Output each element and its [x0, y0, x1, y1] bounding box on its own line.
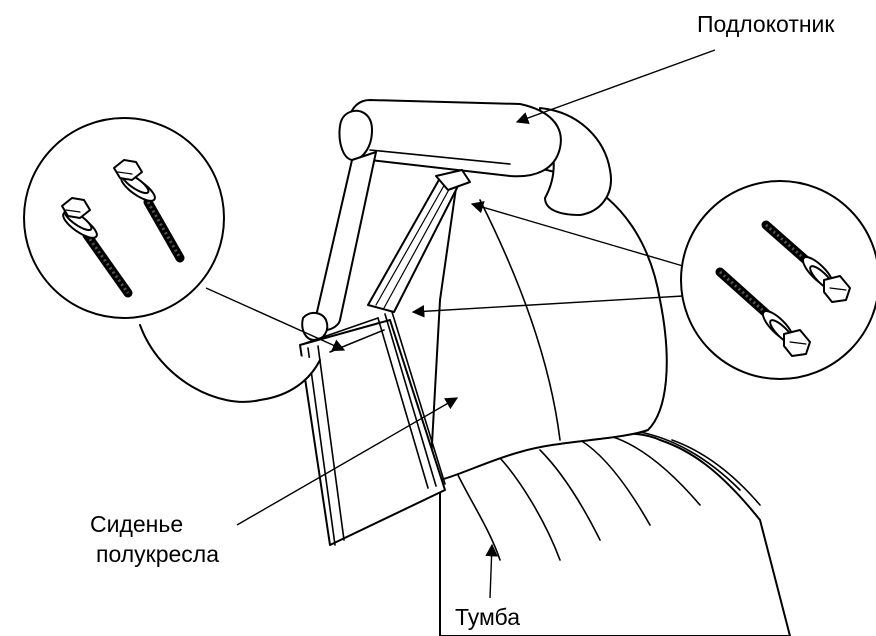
right-bolt-callout: [681, 181, 876, 379]
armrest-leader: [517, 50, 715, 122]
base-label: Тумба: [455, 604, 520, 630]
seat-label-line1: Сиденье: [90, 511, 183, 537]
left-bolt-callout: [24, 118, 320, 402]
armrest-label: Подлокотник: [697, 11, 835, 37]
seat-label-line2: полукресла: [96, 541, 219, 567]
